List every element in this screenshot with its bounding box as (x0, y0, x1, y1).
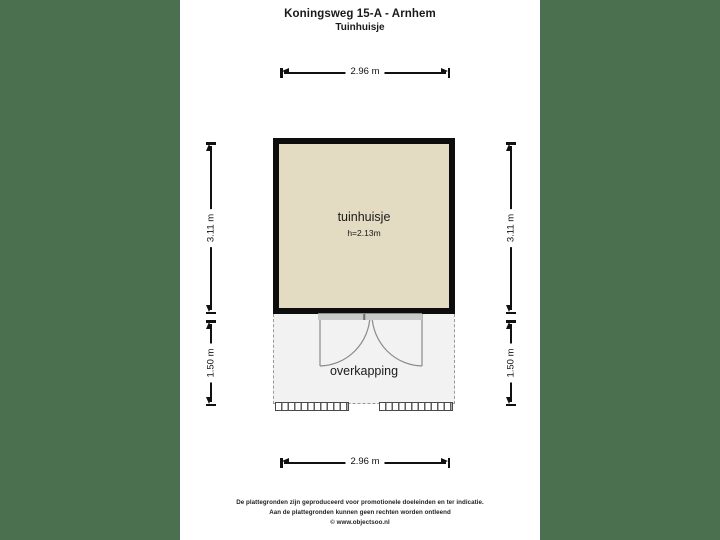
dimension-label: 3.11 m (204, 208, 218, 248)
arrow-down-icon (206, 397, 213, 404)
dimension-tick-bottom (206, 403, 216, 406)
dimension-tick-bottom (506, 403, 516, 406)
dimension-label: 1.50 m (204, 343, 218, 383)
dimension-top-width: 2.96 m (280, 65, 450, 80)
arrow-left-icon (282, 458, 289, 465)
canopy-front-edge-right (379, 402, 453, 411)
room-floor-tuinhuisje: tuinhuisje h=2.13m (279, 144, 449, 308)
footer-line-3: © www.objectsoo.nl (330, 519, 390, 526)
dimension-right-lower: 1.50 m (504, 320, 518, 406)
dimension-right-upper: 3.11 m (504, 142, 518, 314)
dimension-tick-right (447, 458, 450, 468)
arrow-left-icon (282, 68, 289, 75)
arrow-down-icon (506, 397, 513, 404)
title-address: Koningsweg 15-A - Arnhem (284, 8, 436, 20)
door-opening (318, 313, 422, 320)
title-subject: Tuinhuisje (335, 22, 385, 33)
arrow-up-icon (506, 322, 513, 329)
dimension-tick-left (280, 68, 283, 78)
dimension-label: 2.96 m (345, 455, 385, 468)
dimension-tick-top (506, 142, 516, 145)
room-label-overkapping: overkapping (329, 364, 399, 378)
dimension-label: 1.50 m (504, 343, 518, 383)
room-tuinhuisje: tuinhuisje h=2.13m (273, 138, 455, 320)
page-title: Koningsweg 15-A - Arnhem Tuinhuisje (0, 8, 720, 34)
door-swing-arcs (319, 314, 423, 367)
dimension-tick-bottom (506, 311, 516, 314)
room-label-tuinhuisje: tuinhuisje (337, 210, 391, 224)
canopy-front-edge-left (275, 402, 349, 411)
footer-line-2: Aan de plattegronden kunnen geen rechten… (269, 509, 451, 516)
dimension-left-lower: 1.50 m (204, 320, 218, 406)
arrow-right-icon (441, 458, 448, 465)
dimension-tick-left (280, 458, 283, 468)
dimension-tick-top (506, 320, 516, 323)
dimension-tick-top (206, 320, 216, 323)
footer-disclaimer: De plattegronden zijn geproduceerd voor … (0, 498, 720, 528)
arrow-up-icon (206, 144, 213, 151)
arrow-up-icon (206, 322, 213, 329)
dimension-bottom-width: 2.96 m (280, 455, 450, 470)
dimension-tick-bottom (206, 311, 216, 314)
arrow-down-icon (206, 305, 213, 312)
dimension-tick-right (447, 68, 450, 78)
door-mullion (363, 314, 365, 320)
arrow-up-icon (506, 144, 513, 151)
dimension-left-upper: 3.11 m (204, 142, 218, 314)
dimension-label: 3.11 m (504, 208, 518, 248)
arrow-down-icon (506, 305, 513, 312)
room-height-tuinhuisje: h=2.13m (347, 228, 381, 238)
dimension-label: 2.96 m (345, 65, 385, 78)
footer-line-1: De plattegronden zijn geproduceerd voor … (236, 499, 484, 506)
dimension-tick-top (206, 142, 216, 145)
room-label-group: tuinhuisje h=2.13m (279, 210, 449, 238)
arrow-right-icon (441, 68, 448, 75)
room-overkapping: overkapping (273, 314, 455, 411)
